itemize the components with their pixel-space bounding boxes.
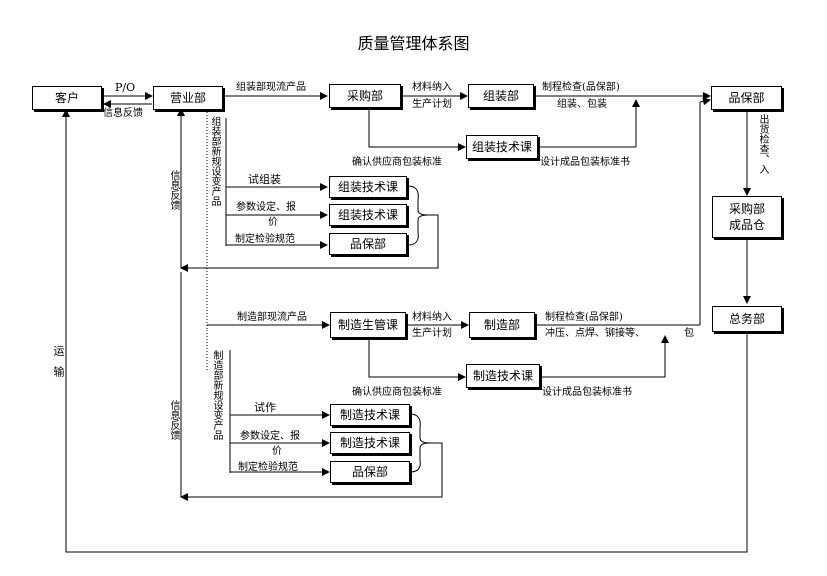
param-quote-label-2: 参数设定、报: [240, 431, 300, 442]
prod-plan-label-2: 生产计划: [412, 328, 452, 339]
qa-box: 品保部: [711, 86, 782, 110]
qa-box-2: 品保部: [329, 233, 407, 255]
mfg-new-label: 制造部新规设变产品: [211, 350, 222, 440]
po-label: P/O: [115, 81, 136, 94]
mfg-tech-box-2: 制造技术课: [330, 404, 410, 426]
assembly-box: 组装部: [468, 84, 534, 108]
general-affairs-box: 总务部: [712, 306, 782, 332]
assembly-tech-box-2: 组装技术课: [329, 176, 407, 198]
feedback-label-top: 信息反馈: [103, 108, 143, 119]
assembly-tech-box-3: 组装技术课: [329, 204, 407, 226]
param-quote-label-1: 参数设定、报: [236, 202, 296, 213]
trial-assembly-label: 试组装: [248, 173, 281, 186]
mfg-tech-box: 制造技术课: [466, 364, 540, 388]
trial-label: 试作: [254, 401, 276, 414]
warehouse-box: 采购部成品仓: [712, 196, 782, 238]
inspect-spec-label-2: 制定检验规范: [238, 462, 298, 473]
customer-box: 客户: [32, 86, 102, 110]
pack-char-label: 包: [684, 328, 694, 339]
design-pack-label-2: 设计成品包装标准书: [542, 387, 632, 398]
production-mgmt-box: 制造生管课: [330, 312, 406, 338]
purchasing-box: 采购部: [329, 84, 401, 108]
transport-label: 运输: [52, 345, 65, 387]
manufacturing-box: 制造部: [469, 312, 535, 338]
asm-existing-label: 组装部现流产品: [236, 82, 306, 93]
param-quote-label-2b: 价: [272, 446, 282, 457]
feedback-label-left-2: 信息反馈: [168, 400, 179, 440]
qa-box-3: 品保部: [330, 461, 410, 483]
material-in-label-2: 材料纳入: [412, 312, 452, 323]
outbound-inspect-label: 出货检查、入: [757, 114, 768, 174]
confirm-pack-label-1: 确认供应商包装标准: [352, 157, 442, 168]
assembly-pack-label: 组装、包装: [557, 99, 607, 110]
inspect-spec-label-1: 制定检验规范: [235, 234, 295, 245]
mfg-ops-label: 冲压、点焊、铆接等、: [545, 328, 645, 339]
prod-plan-label-1: 生产计划: [412, 99, 452, 110]
sales-box: 营业部: [153, 86, 223, 110]
material-in-label-1: 材料纳入: [412, 82, 452, 93]
assembly-tech-box: 组装技术课: [466, 135, 538, 159]
mfg-existing-label: 制造部现流产品: [237, 312, 307, 323]
confirm-pack-label-2: 确认供应商包装标准: [352, 387, 442, 398]
process-check-label-2: 制程检查(品保部): [545, 312, 623, 323]
design-pack-label-1: 设计成品包装标准书: [540, 157, 630, 168]
process-check-label-1: 制程检查(品保部): [542, 82, 620, 93]
diagram-title: 质量管理体系图: [357, 34, 470, 53]
mfg-tech-box-3: 制造技术课: [330, 432, 410, 454]
asm-new-label: 组装部新规设变产品: [209, 116, 220, 206]
param-quote-label-1b: 价: [268, 217, 278, 228]
feedback-label-left-1: 信息反馈: [168, 170, 179, 210]
